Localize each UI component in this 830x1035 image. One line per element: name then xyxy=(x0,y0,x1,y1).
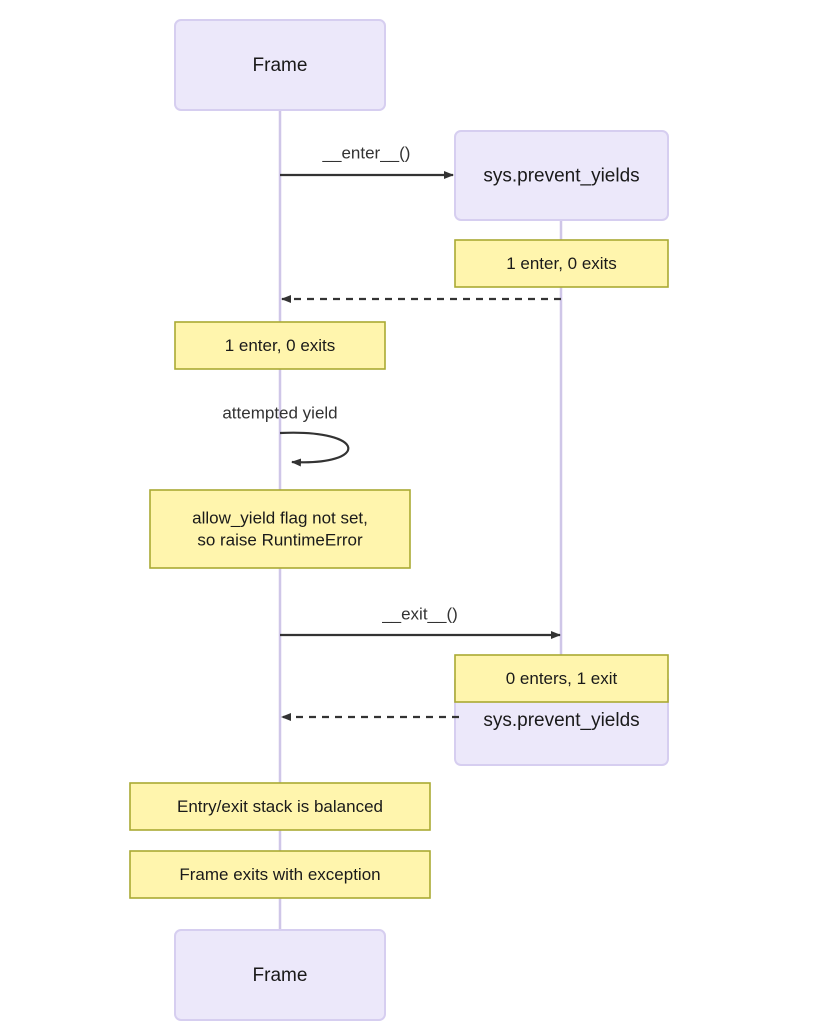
note-text-line: 0 enters, 1 exit xyxy=(506,669,618,688)
message-label: __exit__() xyxy=(381,604,458,623)
note-n2[interactable]: 1 enter, 0 exits xyxy=(174,321,386,370)
messages: __enter__() attempted yield __exit__() xyxy=(222,143,561,721)
note-n6[interactable]: Frame exits with exception xyxy=(129,850,431,899)
note-rect xyxy=(454,239,669,288)
note-n1[interactable]: 1 enter, 0 exits xyxy=(454,239,669,288)
message-m4[interactable]: __exit__() xyxy=(280,604,561,639)
note-rect xyxy=(174,321,386,370)
note-n5[interactable]: Entry/exit stack is balanced xyxy=(129,782,431,831)
note-rect xyxy=(129,850,431,899)
participant-box-rect xyxy=(454,130,669,221)
participant-box-frame-top[interactable]: Frame xyxy=(174,19,386,111)
message-label: attempted yield xyxy=(222,403,337,422)
note-text-line: 1 enter, 0 exits xyxy=(506,254,617,273)
note-n3[interactable]: allow_yield flag not set, so raise Runtim… xyxy=(149,489,411,569)
message-m1[interactable]: __enter__() xyxy=(280,143,454,179)
note-text-line: so raise RuntimeError xyxy=(197,530,363,549)
participant-boxes: Frame sys.prevent_yields sys.prevent_yield… xyxy=(174,19,669,1021)
participant-box-rect xyxy=(174,929,386,1021)
participant-label: Frame xyxy=(253,965,308,986)
note-text-line: 1 enter, 0 exits xyxy=(225,336,336,355)
notes: 1 enter, 0 exits 1 enter, 0 exits allow_yi… xyxy=(129,239,669,899)
note-rect xyxy=(129,782,431,831)
note-text-line: Frame exits with exception xyxy=(179,865,380,884)
participant-box-frame-bottom[interactable]: Frame xyxy=(174,929,386,1021)
note-rect xyxy=(454,654,669,703)
participant-box-sys-top[interactable]: sys.prevent_yields xyxy=(454,130,669,221)
participant-box-rect xyxy=(174,19,386,111)
note-rect xyxy=(149,489,411,569)
note-text-line: Entry/exit stack is balanced xyxy=(177,797,383,816)
message-label: __enter__() xyxy=(322,143,411,162)
self-loop-arrow xyxy=(279,431,350,467)
participant-label: Frame xyxy=(253,55,308,76)
participant-label: sys.prevent_yields xyxy=(483,710,639,731)
message-m3[interactable]: attempted yield xyxy=(222,403,350,467)
note-n4[interactable]: 0 enters, 1 exit xyxy=(454,654,669,703)
note-text-line: allow_yield flag not set, xyxy=(192,508,368,527)
participant-label: sys.prevent_yields xyxy=(483,166,639,187)
